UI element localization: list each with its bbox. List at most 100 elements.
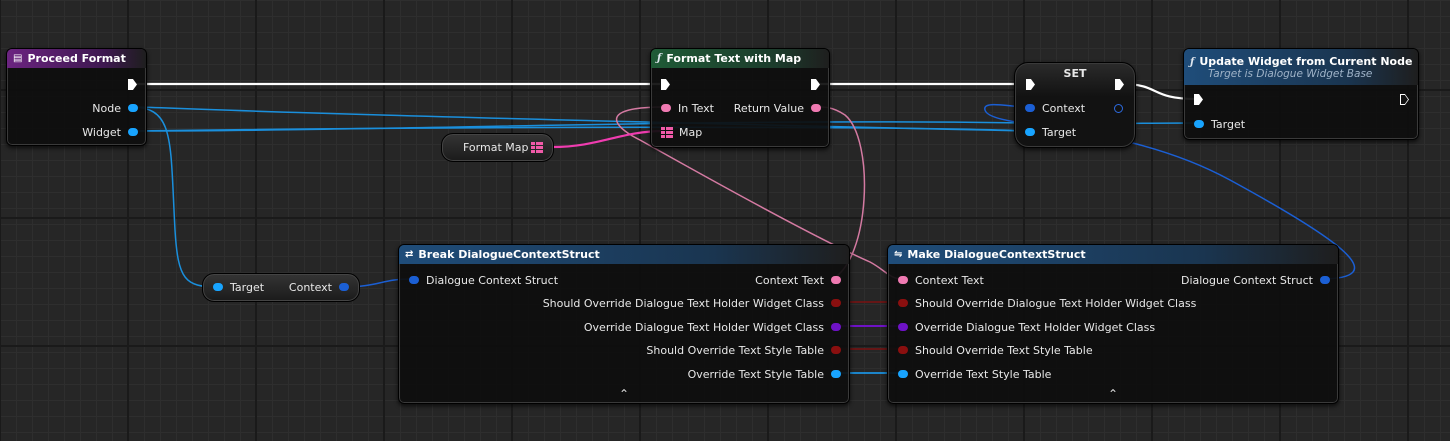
set-target-row: Target [1025, 124, 1076, 140]
make-input-row: Context Text [898, 272, 984, 288]
update-target-pin[interactable] [1194, 120, 1204, 128]
node-output-pin[interactable] [128, 104, 138, 112]
exec-out-pin[interactable] [811, 79, 820, 90]
event-node-icon: ▤ [13, 53, 23, 64]
text-wire [615, 106, 903, 280]
exec-in-pin[interactable] [1026, 79, 1035, 90]
break-output-label: Should Override Text Style Table [646, 343, 824, 357]
get-context-target-pin[interactable] [213, 283, 223, 291]
function-icon: ƒ [657, 53, 662, 64]
break-input-pin[interactable] [409, 276, 419, 284]
make-input-row: Override Dialogue Text Holder Widget Cla… [898, 319, 1155, 335]
format-text-header[interactable]: ƒ Format Text with Map [651, 49, 829, 68]
make-struct-header[interactable]: ⇋ Make DialogueContextStruct [888, 245, 1338, 264]
set-context-label: Context [1042, 101, 1086, 115]
set-target-pin[interactable] [1025, 128, 1035, 136]
break-struct-node[interactable]: ⇄ Break DialogueContextStruct Dialogue C… [398, 244, 850, 404]
make-output-row: Dialogue Context Struct [1181, 272, 1330, 288]
exec-out-pin[interactable] [1115, 79, 1124, 90]
format-map-variable[interactable]: Format Map [441, 133, 554, 162]
update-widget-node[interactable]: ƒ Update Widget from Current Node Target … [1183, 48, 1419, 140]
get-context-target-label: Target [230, 280, 265, 294]
exec-out-pin[interactable] [1400, 94, 1409, 105]
object-output-pin[interactable] [831, 370, 841, 378]
chevron-up-icon[interactable]: ⌃ [1107, 387, 1119, 401]
map-pin-icon[interactable] [661, 126, 673, 138]
exec-in-pin[interactable] [1194, 94, 1203, 105]
update-widget-header[interactable]: ƒ Update Widget from Current Node Target … [1184, 49, 1418, 85]
get-context-output-row: Context [289, 279, 349, 295]
set-node[interactable]: SET Context Target [1014, 62, 1136, 148]
function-icon: ƒ [1190, 56, 1195, 68]
make-struct-icon: ⇋ [894, 249, 903, 260]
break-output-label: Should Override Dialogue Text Holder Wid… [542, 296, 824, 310]
make-input-label: Override Dialogue Text Holder Widget Cla… [915, 320, 1156, 334]
bool-input-pin[interactable] [898, 299, 908, 307]
set-context-output-pin[interactable] [1114, 104, 1123, 113]
proceed-format-title: Proceed Format [27, 52, 126, 65]
in-text-row: In Text [661, 100, 714, 116]
make-input-row: Override Text Style Table [898, 366, 1051, 382]
make-input-label: Should Override Text Style Table [915, 343, 1093, 357]
proceed-format-header[interactable]: ▤ Proceed Format [7, 49, 146, 68]
chevron-up-icon[interactable]: ⌃ [618, 387, 630, 401]
make-output-pin[interactable] [1320, 276, 1330, 284]
set-target-label: Target [1042, 125, 1077, 139]
return-value-row: Return Value [734, 100, 821, 116]
exec-out-pin[interactable] [128, 79, 137, 90]
get-context-node[interactable]: Target Context [202, 273, 360, 302]
make-input-label: Context Text [915, 273, 984, 287]
make-struct-title: Make DialogueContextStruct [907, 248, 1086, 261]
break-output-label: Override Text Style Table [687, 367, 824, 381]
break-output-row: Should Override Text Style Table [646, 342, 841, 358]
object-input-pin[interactable] [898, 370, 908, 378]
bool-output-pin[interactable] [831, 346, 841, 354]
widget-output-pin[interactable] [128, 128, 138, 136]
make-input-row: Should Override Text Style Table [898, 342, 1093, 358]
format-text-title: Format Text with Map [666, 52, 802, 65]
update-widget-title: Update Widget from Current Node [1199, 54, 1413, 68]
break-output-row: Should Override Dialogue Text Holder Wid… [543, 295, 841, 311]
update-target-row: Target [1194, 116, 1245, 132]
update-widget-subtitle: Target is Dialogue Widget Base [1208, 67, 1373, 80]
node-pin-label: Node [92, 101, 121, 115]
make-struct-node[interactable]: ⇋ Make DialogueContextStruct Context Tex… [887, 244, 1339, 404]
break-output-label: Context Text [755, 273, 824, 287]
make-input-label: Should Override Dialogue Text Holder Wid… [915, 296, 1197, 310]
break-struct-header[interactable]: ⇄ Break DialogueContextStruct [399, 245, 849, 264]
node-wire [130, 106, 219, 288]
get-context-target-row: Target [213, 279, 264, 295]
map-input-row: Map [661, 124, 702, 140]
in-text-label: In Text [678, 101, 714, 115]
proceed-format-node[interactable]: ▤ Proceed Format Node Widget [6, 48, 147, 146]
bool-input-pin[interactable] [898, 346, 908, 354]
set-context-row: Context [1025, 100, 1085, 116]
node-output-row: Node [92, 100, 138, 116]
exec-in-pin[interactable] [661, 79, 670, 90]
break-output-row: Override Dialogue Text Holder Widget Cla… [584, 319, 841, 335]
map-icon[interactable] [531, 142, 543, 153]
set-context-pin[interactable] [1025, 104, 1035, 112]
return-value-label: Return Value [733, 101, 804, 115]
class-input-pin[interactable] [898, 323, 908, 331]
context-text-output-pin[interactable] [831, 276, 841, 284]
in-text-pin[interactable] [661, 104, 671, 112]
break-struct-icon: ⇄ [405, 249, 414, 260]
break-struct-title: Break DialogueContextStruct [418, 248, 600, 261]
format-map-label: Format Map [463, 141, 529, 154]
class-output-pin[interactable] [831, 323, 841, 331]
make-input-row: Should Override Dialogue Text Holder Wid… [898, 295, 1196, 311]
break-output-label: Override Dialogue Text Holder Widget Cla… [583, 320, 824, 334]
get-context-output-pin[interactable] [339, 283, 349, 291]
widget-output-row: Widget [82, 124, 138, 140]
format-text-with-map-node[interactable]: ƒ Format Text with Map In Text Return Va… [650, 48, 830, 148]
bool-output-pin[interactable] [831, 299, 841, 307]
struct-wire [984, 103, 1356, 280]
map-label: Map [679, 125, 703, 139]
break-output-row: Override Text Style Table [688, 366, 841, 382]
set-title: SET [1063, 67, 1087, 80]
context-text-input-pin[interactable] [898, 276, 908, 284]
return-value-pin[interactable] [811, 104, 821, 112]
make-output-label: Dialogue Context Struct [1180, 273, 1313, 287]
break-output-row: Context Text [755, 272, 841, 288]
